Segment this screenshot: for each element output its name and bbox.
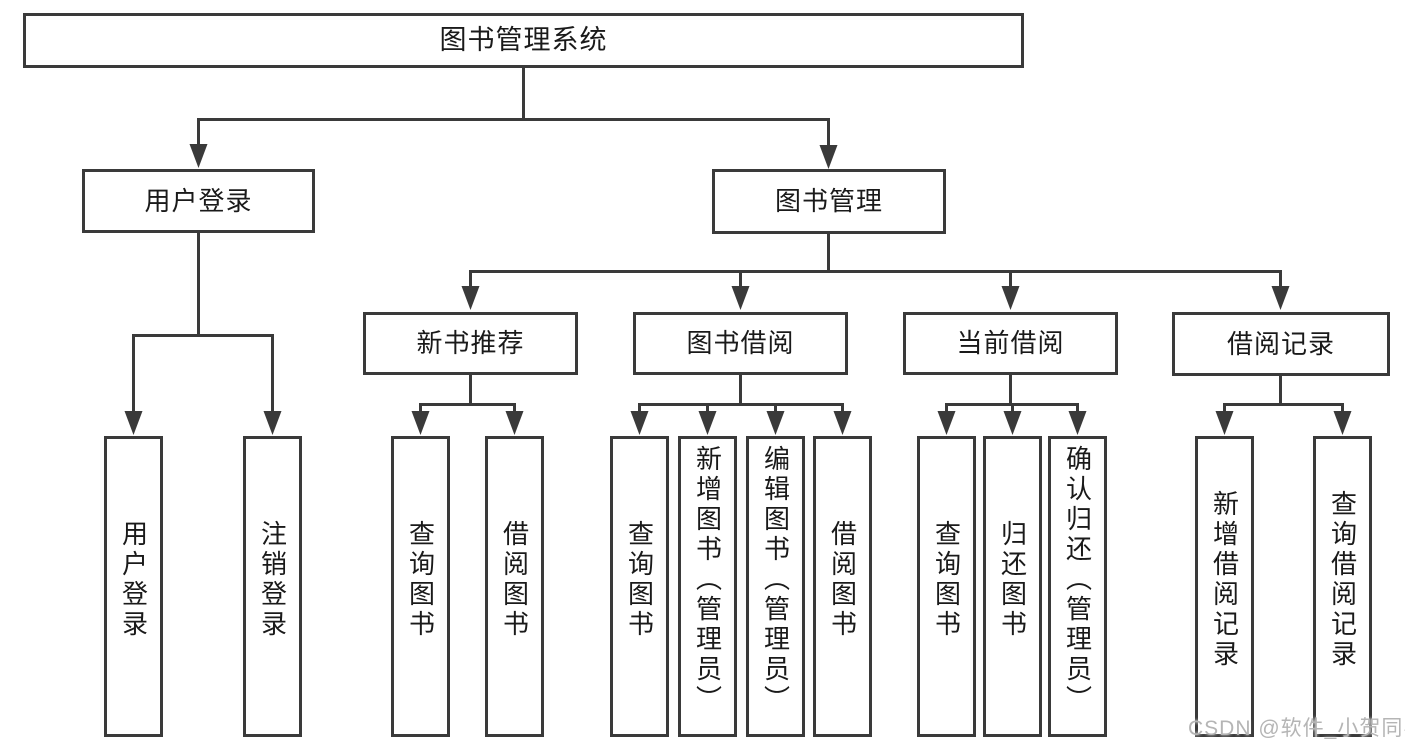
arrow-head (819, 145, 838, 169)
arrow-head (1215, 411, 1234, 435)
arrowheads (124, 144, 1352, 435)
arrow-head (766, 411, 785, 435)
arrow-head (1068, 411, 1087, 435)
leaf-query-books-recommend: 查询图书 (391, 436, 450, 737)
arrow-head (731, 286, 750, 310)
node-root: 图书管理系统 (23, 13, 1024, 68)
arrow-head (833, 411, 852, 435)
leaf-query-books-borrow: 查询图书 (610, 436, 669, 737)
watermark-text: CSDN @软件_小贺同学 (1188, 717, 1405, 740)
node-book-management: 图书管理 (712, 169, 946, 234)
node-current-borrow: 当前借阅 (903, 312, 1118, 375)
leaf-return-book: 归还图书 (983, 436, 1042, 737)
node-new-book-recommend: 新书推荐 (363, 312, 578, 375)
arrow-head (1333, 411, 1352, 435)
leaf-borrow-books-borrow: 借阅图书 (813, 436, 872, 737)
arrow-head (124, 411, 143, 435)
arrow-head (461, 286, 480, 310)
node-book-borrow: 图书借阅 (633, 312, 848, 375)
arrow-head (630, 411, 649, 435)
leaf-query-borrow-record: 查询借阅记录 (1313, 436, 1372, 737)
arrow-head (1003, 411, 1022, 435)
leaf-edit-book-admin: 编辑图书（管理员） (746, 436, 805, 737)
leaf-logout: 注销登录 (243, 436, 302, 737)
arrow-head (937, 411, 956, 435)
leaf-add-book-admin: 新增图书（管理员） (678, 436, 737, 737)
connector-segments (132, 68, 1344, 414)
leaf-add-borrow-record: 新增借阅记录 (1195, 436, 1254, 737)
leaf-borrow-books-recommend: 借阅图书 (485, 436, 544, 737)
leaf-user-login: 用户登录 (104, 436, 163, 737)
arrow-head (1271, 286, 1290, 310)
arrow-head (411, 411, 430, 435)
leaf-query-books-current: 查询图书 (917, 436, 976, 737)
arrow-head (698, 411, 717, 435)
arrow-head (1001, 286, 1020, 310)
arrow-head (505, 411, 524, 435)
node-borrow-records: 借阅记录 (1172, 312, 1390, 376)
node-user-login: 用户登录 (82, 169, 315, 233)
arrow-head (263, 411, 282, 435)
arrow-head (189, 144, 208, 168)
leaf-confirm-return-admin: 确认归还（管理员） (1048, 436, 1107, 737)
